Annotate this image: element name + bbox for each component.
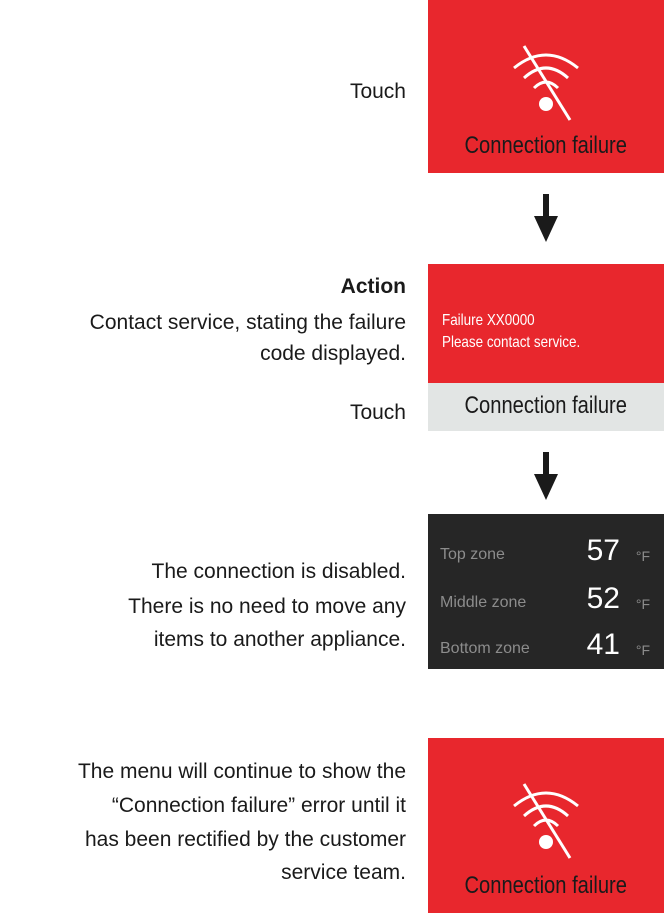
zone-temperature: 41: [586, 628, 620, 661]
action-body-line1: Contact service, stating the failure: [89, 311, 406, 334]
panel-label: Connection failure: [464, 872, 628, 899]
zone-row-bottom[interactable]: Bottom zone 41 °F: [428, 620, 664, 664]
connection-failure-panel-bottom[interactable]: Connection failure: [428, 738, 664, 913]
bar-label: Connection failure: [464, 392, 628, 419]
menu-note-line2: “Connection failure” error until it: [111, 794, 406, 817]
temperature-unit: °F: [635, 596, 650, 612]
step1-instruction: Touch: [349, 80, 406, 103]
zone-row-middle[interactable]: Middle zone 52 °F: [428, 574, 664, 618]
connection-failure-panel-top[interactable]: Connection failure: [428, 0, 664, 173]
temperature-unit: °F: [635, 548, 650, 564]
zone-name: Bottom zone: [440, 640, 530, 657]
action-body-line2: code displayed.: [260, 342, 406, 365]
disabled-line3: items to another appliance.: [153, 628, 406, 651]
menu-note-line4: service team.: [281, 861, 406, 884]
action-heading: Action: [340, 275, 406, 298]
panel-label: Connection failure: [464, 132, 628, 159]
zone-temperature-panel: Top zone 57 °F Middle zone 52 °F Bottom …: [428, 514, 664, 669]
arrow-down-icon: [534, 452, 558, 500]
wifi-off-icon: [513, 45, 579, 121]
step2-instruction: Touch: [349, 401, 406, 424]
disabled-line1: The connection is disabled.: [151, 560, 407, 583]
connection-failure-bar[interactable]: Connection failure: [428, 383, 664, 431]
disabled-line2: There is no need to move any: [128, 595, 406, 618]
zone-name: Middle zone: [440, 594, 527, 611]
temperature-unit: °F: [635, 642, 650, 658]
failure-message: Please contact service.: [442, 334, 581, 351]
zone-row-top[interactable]: Top zone 57 °F: [428, 526, 664, 570]
wifi-off-icon: [513, 783, 579, 859]
zone-name: Top zone: [440, 546, 505, 563]
menu-note-line3: has been rectified by the customer: [84, 828, 406, 851]
arrow-down-icon: [534, 194, 558, 242]
zone-temperature: 52: [586, 582, 620, 615]
zone-temperature: 57: [586, 534, 620, 567]
menu-note-line1: The menu will continue to show the: [77, 760, 406, 783]
failure-code-panel: Failure XX0000 Please contact service.: [428, 264, 664, 383]
failure-code: Failure XX0000: [442, 312, 535, 329]
